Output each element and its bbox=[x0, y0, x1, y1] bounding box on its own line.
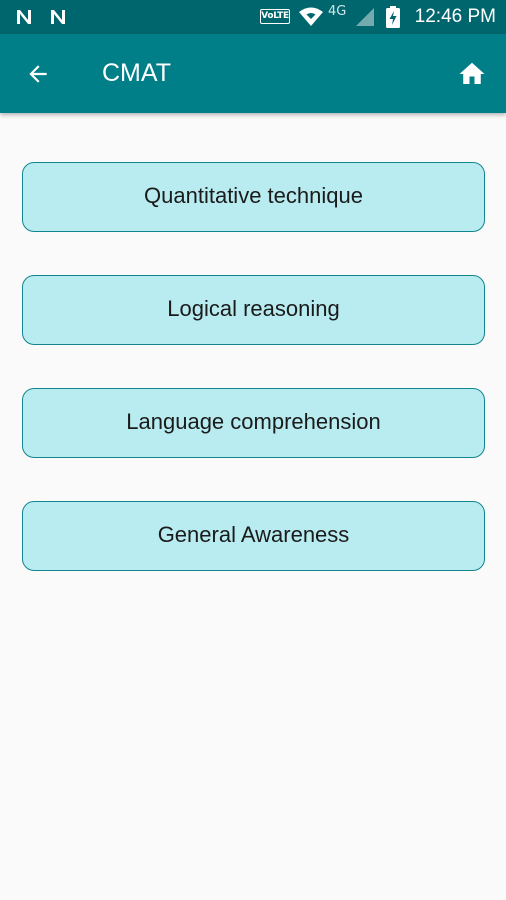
page-title: CMAT bbox=[102, 59, 171, 87]
back-button[interactable] bbox=[18, 54, 58, 94]
n-notification-icon bbox=[51, 10, 65, 24]
arrow-back-icon bbox=[29, 65, 47, 83]
app-bar: CMAT bbox=[0, 34, 506, 113]
topic-menu: Quantitative technique Logical reasoning… bbox=[22, 162, 485, 614]
wifi-icon bbox=[299, 7, 323, 26]
language-comprehension-button[interactable]: Language comprehension bbox=[22, 388, 485, 458]
volte-icon: VoLTE bbox=[260, 9, 290, 24]
n-notification-icon bbox=[17, 10, 31, 24]
logical-reasoning-button[interactable]: Logical reasoning bbox=[22, 275, 485, 345]
status-bar: VoLTE 4G 12:46 PM bbox=[0, 0, 506, 34]
home-button[interactable] bbox=[452, 54, 492, 94]
status-clock: 12:46 PM bbox=[414, 6, 496, 27]
battery-charging-icon bbox=[386, 6, 400, 28]
general-awareness-button[interactable]: General Awareness bbox=[22, 501, 485, 571]
quantitative-technique-button[interactable]: Quantitative technique bbox=[22, 162, 485, 232]
signal-icon bbox=[356, 8, 374, 26]
home-icon bbox=[459, 62, 485, 84]
network-type-label: 4G bbox=[328, 4, 347, 19]
